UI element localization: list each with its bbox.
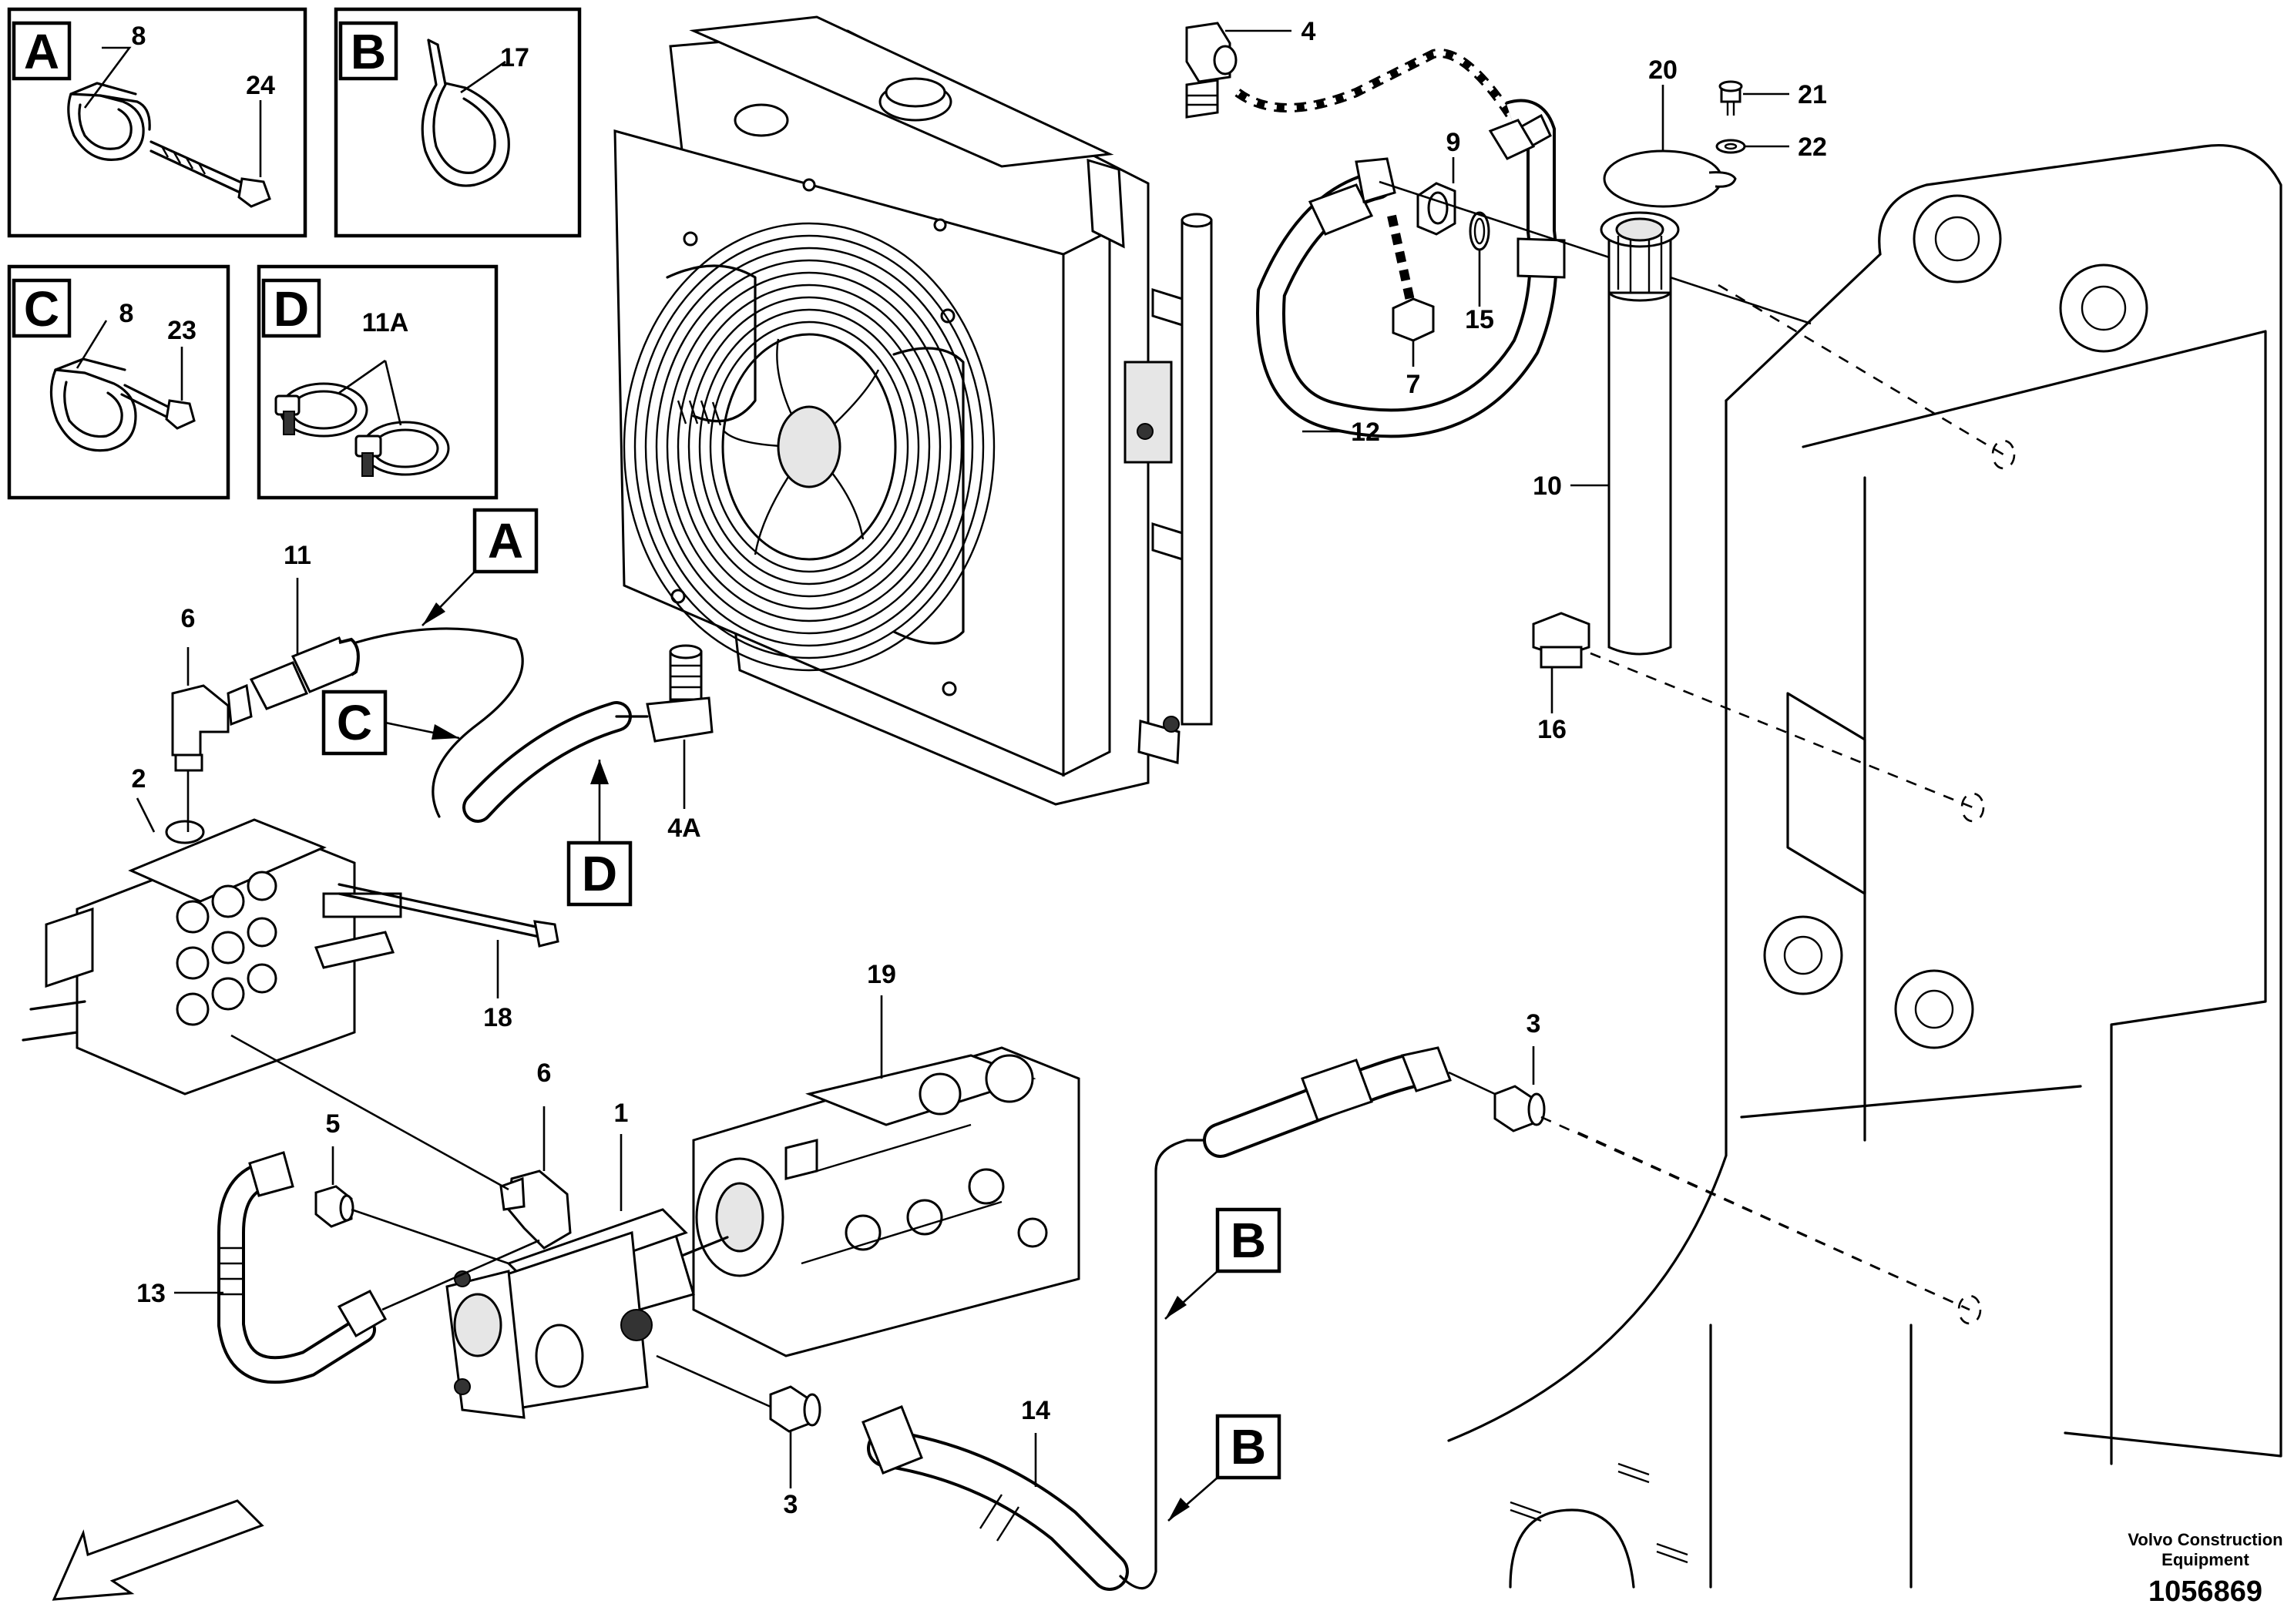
washer-22-drawing	[1715, 139, 1746, 154]
callout-10: 10	[1533, 471, 1562, 501]
bolt-18-drawing	[338, 883, 559, 948]
callout-12: 12	[1351, 418, 1380, 447]
fitting-3-lower-drawing	[769, 1385, 821, 1433]
ref-d: D	[566, 760, 633, 907]
ref-b-upper: B	[1164, 1207, 1281, 1320]
plug-16-drawing	[1532, 612, 1590, 669]
elbow-6-lower-drawing	[499, 1169, 572, 1250]
clamp-8-drawing	[67, 82, 151, 161]
control-valve-2-drawing	[22, 818, 402, 1096]
bolt-21-drawing	[1718, 80, 1743, 116]
detail-box-a: A 8 24	[7, 7, 307, 238]
detail-box-b-letter: B	[351, 24, 386, 79]
elbow-6-top-drawing	[171, 683, 253, 772]
ref-b-lower-letter: B	[1231, 1419, 1266, 1475]
cable-tie-17-drawing	[421, 39, 510, 187]
callout-5: 5	[326, 1109, 341, 1139]
hose-13-drawing	[217, 1151, 388, 1384]
callout-4: 4	[1302, 17, 1316, 46]
oil-cooler-radiator	[613, 15, 1213, 806]
cover-20-drawing	[1603, 149, 1737, 208]
callout-14: 14	[1021, 1396, 1050, 1425]
callout-4a: 4A	[667, 814, 700, 843]
ref-b-lower: B	[1167, 1414, 1281, 1522]
callout-23: 23	[167, 316, 196, 345]
gear-pump-1-drawing	[445, 1208, 695, 1419]
callout-9: 9	[1446, 128, 1461, 157]
detail-box-c: C 8 23	[7, 264, 230, 500]
hose-3-upper-drawing	[1203, 1046, 1452, 1158]
callout-2: 2	[132, 764, 146, 794]
ref-b-upper-letter: B	[1231, 1213, 1266, 1268]
hose-4a-return-drawing	[462, 701, 649, 823]
detail-box-b: B 17	[334, 7, 582, 238]
drawing-number: 1056869	[2148, 1575, 2262, 1608]
callout-22: 22	[1798, 133, 1827, 162]
callout-1: 1	[614, 1099, 629, 1128]
callout-6-lower: 6	[537, 1059, 552, 1088]
callout-11a: 11A	[362, 308, 409, 337]
bolt-24-drawing	[149, 140, 271, 208]
callout-15: 15	[1465, 305, 1494, 334]
footer-brand-line2: Equipment	[2161, 1550, 2249, 1569]
washer-15-drawing	[1469, 211, 1490, 251]
callout-7: 7	[1406, 370, 1421, 399]
hose-12-drawing	[1256, 99, 1566, 438]
detail-box-d: D 11A	[257, 264, 499, 500]
detail-box-a-letter: A	[24, 24, 59, 79]
ref-c: C	[321, 690, 460, 756]
filter-10-drawing	[1600, 211, 1680, 656]
callout-3-upper: 3	[1527, 1009, 1541, 1038]
hose-clamp-11a-drawing	[274, 382, 450, 477]
callout-3-lower: 3	[784, 1490, 798, 1519]
callout-24: 24	[246, 71, 275, 100]
callout-11: 11	[284, 541, 311, 570]
fan-guard-drawing	[623, 222, 996, 672]
callout-20: 20	[1648, 55, 1678, 85]
hose-14-drawing	[862, 1139, 1219, 1591]
callout-8-detail-a: 8	[132, 22, 146, 51]
ref-a-letter: A	[488, 513, 523, 569]
ref-c-letter: C	[337, 695, 372, 750]
nut-9-drawing	[1416, 182, 1456, 236]
fitting-5-drawing	[314, 1185, 354, 1228]
fitting-4-drawing	[1185, 22, 1238, 119]
footer-brand-line1: Volvo Construction	[2128, 1530, 2282, 1549]
ref-a: A	[422, 508, 539, 626]
bolt-23-drawing	[120, 384, 196, 430]
hose-11-drawing	[249, 636, 360, 710]
callout-6-top: 6	[181, 604, 196, 633]
callout-17: 17	[500, 43, 529, 72]
callout-18: 18	[483, 1003, 512, 1032]
fitting-3-upper-drawing	[1493, 1085, 1546, 1132]
ref-d-letter: D	[582, 846, 617, 901]
callout-13: 13	[136, 1279, 166, 1308]
callout-19: 19	[867, 960, 896, 989]
detail-box-c-letter: C	[24, 281, 59, 337]
callout-21: 21	[1798, 80, 1827, 109]
nut-7-drawing	[1392, 297, 1435, 342]
machine-frame-drawing	[1447, 144, 2282, 1589]
detail-box-d-letter: D	[274, 281, 309, 337]
hydraulic-pump-19-drawing	[692, 1046, 1080, 1357]
front-direction-arrow-icon	[52, 1499, 264, 1601]
callout-16: 16	[1537, 715, 1567, 744]
callout-8-detail-c: 8	[119, 299, 134, 328]
